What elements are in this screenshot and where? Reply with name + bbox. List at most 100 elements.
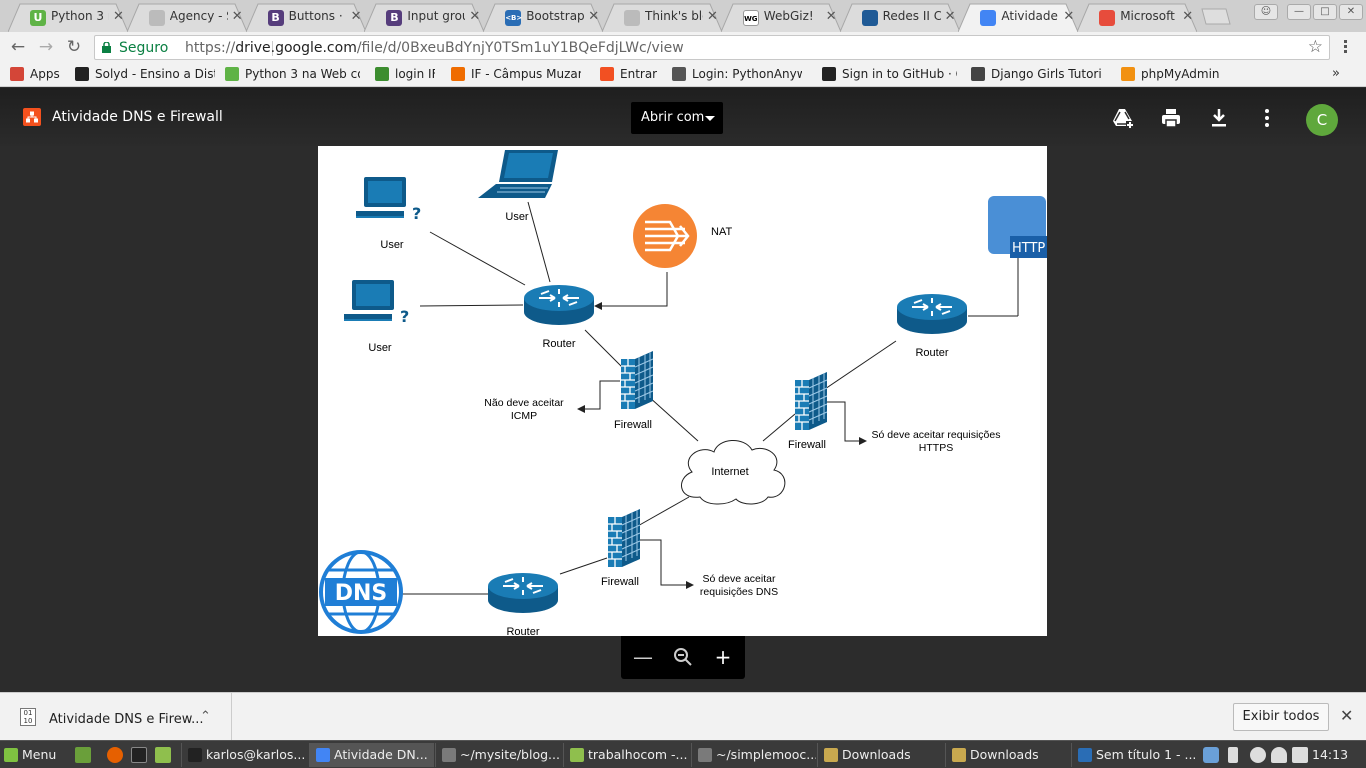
more-bookmarks-icon[interactable]: » (1332, 66, 1340, 81)
taskbar-window[interactable]: Downloads (817, 743, 942, 767)
bookmark-star-icon[interactable]: ☆ (1307, 37, 1323, 57)
label-internet: Internet (711, 466, 748, 478)
label-user-2: User (505, 211, 529, 223)
tab[interactable]: <B>Bootstrap✕ (483, 3, 604, 32)
profile-button[interactable]: ☺ (1254, 4, 1278, 20)
show-desktop-icon[interactable] (75, 747, 91, 763)
taskbar-window[interactable]: Atividade DN... (309, 743, 434, 767)
bookmark-item[interactable]: Entrar (600, 67, 657, 83)
bookmark-item[interactable]: Login: PythonAnywh (672, 67, 802, 83)
volume-icon[interactable] (1292, 747, 1308, 763)
favicon-icon (861, 10, 878, 26)
zoom-out-button[interactable]: — (633, 645, 653, 669)
connection-lines (402, 201, 1019, 595)
print-icon[interactable] (1160, 107, 1182, 129)
drawing-file-icon (23, 108, 41, 126)
window-app-icon (188, 748, 202, 762)
label-dns: DNS (335, 581, 388, 606)
bookmark-favicon-icon (672, 67, 686, 81)
tab-title: Microsoft (1120, 9, 1175, 23)
add-to-drive-icon[interactable] (1112, 107, 1134, 129)
clock[interactable]: 14:13 (1312, 747, 1349, 762)
close-shelf-icon[interactable]: ✕ (1340, 706, 1354, 725)
bookmark-item[interactable]: Solyd - Ensino a Dist (75, 67, 215, 83)
tab[interactable]: Redes II C✕ (839, 3, 960, 32)
taskbar-window[interactable]: ~/mysite/blog... (435, 743, 560, 767)
bookmark-favicon-icon (10, 67, 24, 81)
lock-icon (102, 42, 111, 53)
open-with-label: Abrir com (641, 110, 705, 125)
window-app-icon (570, 748, 584, 762)
bookmark-item[interactable]: Sign in to GitHub · G (822, 67, 957, 83)
bookmark-item[interactable]: phpMyAdmin (1121, 67, 1220, 83)
shield-icon[interactable] (1203, 747, 1219, 763)
close-tab-icon[interactable]: ✕ (1063, 9, 1075, 24)
terminal-icon[interactable] (131, 747, 147, 763)
diagram-page: ? (318, 146, 1047, 636)
network-icon[interactable] (1271, 747, 1287, 763)
close-tab-icon[interactable]: ✕ (469, 9, 481, 24)
tab[interactable]: Think's blo✕ (602, 3, 722, 32)
bookmark-item[interactable]: IF - Câmpus Muzam (451, 67, 581, 83)
close-tab-icon[interactable]: ✕ (231, 9, 243, 24)
drive-viewer: Atividade DNS e Firewall Abrir com C (0, 88, 1366, 692)
forward-button[interactable]: → (38, 37, 54, 57)
taskbar-window[interactable]: karlos@karlos... (181, 743, 306, 767)
new-tab-button[interactable] (1198, 8, 1232, 25)
taskbar-window[interactable]: Downloads (945, 743, 1070, 767)
taskbar-window[interactable]: trabalhocom -... (563, 743, 688, 767)
close-tab-icon[interactable]: ✕ (1182, 9, 1194, 24)
user-icon[interactable] (1250, 747, 1266, 763)
os-taskbar: Menu karlos@karlos...Atividade DN...~/my… (0, 740, 1366, 768)
avatar[interactable]: C (1306, 104, 1338, 136)
close-window-button[interactable]: ✕ (1339, 4, 1363, 20)
show-all-downloads-button[interactable]: Exibir todos (1233, 703, 1329, 731)
download-icon[interactable] (1208, 107, 1230, 129)
open-with-button[interactable]: Abrir com (631, 102, 723, 134)
back-button[interactable]: ← (10, 37, 26, 57)
files-icon[interactable] (155, 747, 171, 763)
bookmark-item[interactable]: Django Girls Tutoria (971, 67, 1101, 83)
close-tab-icon[interactable]: ✕ (944, 9, 956, 24)
firefox-icon[interactable] (107, 747, 123, 763)
viewer-header: Atividade DNS e Firewall Abrir com C (0, 88, 1366, 146)
close-tab-icon[interactable]: ✕ (113, 9, 124, 24)
more-options-icon[interactable] (1256, 107, 1278, 129)
note-icmp-line2: ICMP (511, 410, 537, 422)
mint-logo-icon (4, 748, 18, 762)
address-bar[interactable]: Seguro https://drive.google.com/file/d/0… (94, 35, 1330, 60)
bookmark-item[interactable]: Apps (10, 67, 60, 83)
minimize-button[interactable]: — (1287, 4, 1311, 20)
firewall-icon (794, 371, 828, 431)
bookmark-label: phpMyAdmin (1141, 67, 1220, 81)
chevron-up-icon[interactable]: ⌃ (200, 709, 211, 724)
tab[interactable]: Agency - S✕ (126, 3, 247, 32)
close-tab-icon[interactable]: ✕ (588, 9, 600, 24)
taskbar-window[interactable]: Sem título 1 - ... (1071, 743, 1196, 767)
start-menu-button[interactable]: Menu (4, 743, 56, 767)
bookmark-item[interactable]: login IF (375, 67, 435, 83)
chrome-menu-icon[interactable] (1344, 40, 1348, 53)
reload-button[interactable]: ↻ (66, 37, 82, 57)
taskbar-window[interactable]: ~/simplemooc... (691, 743, 816, 767)
bookmark-item[interactable]: Python 3 na Web cor (225, 67, 360, 83)
zoom-reset-icon[interactable] (672, 646, 694, 668)
close-tab-icon[interactable]: ✕ (707, 9, 718, 24)
favicon-icon: <B> (505, 10, 522, 26)
tab[interactable]: Atividade ✕ (958, 3, 1079, 32)
tab[interactable]: Microsoft ✕ (1077, 3, 1198, 32)
maximize-button[interactable]: □ (1313, 4, 1337, 20)
bookmark-favicon-icon (822, 67, 836, 81)
close-tab-icon[interactable]: ✕ (825, 9, 837, 24)
tab-title: Atividade (1001, 9, 1058, 23)
user-computer-icon (343, 279, 411, 327)
close-tab-icon[interactable]: ✕ (350, 9, 362, 24)
zoom-in-button[interactable]: + (714, 645, 732, 669)
laptop-icon (478, 150, 558, 198)
bluetooth-icon[interactable] (1228, 747, 1238, 763)
